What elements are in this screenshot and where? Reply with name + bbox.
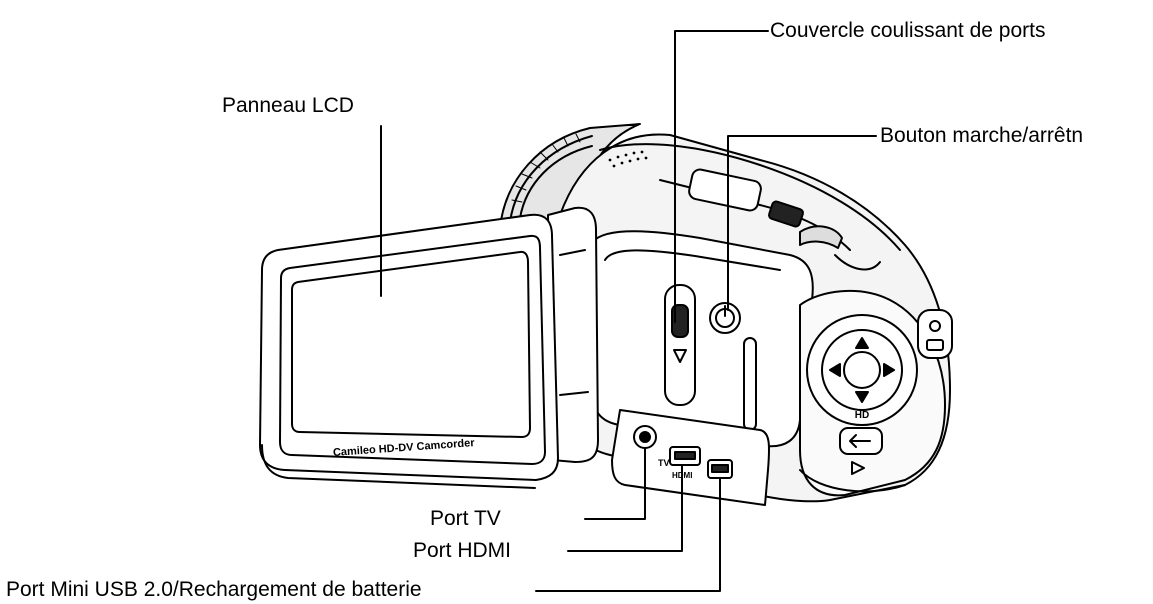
- tv-marking: TV: [658, 458, 670, 468]
- lens-barrel: [499, 123, 641, 229]
- label-power-button: Bouton marche/arrêtn: [880, 124, 1084, 147]
- leader-port-cover: [674, 30, 769, 323]
- leader-usb: [535, 477, 721, 592]
- leader-tv: [584, 447, 646, 520]
- hdmi-marking: HDMI: [672, 471, 692, 480]
- hinge: [547, 206, 599, 463]
- leader-power: [727, 135, 877, 311]
- label-lcd-panel: Panneau LCD: [222, 94, 354, 117]
- label-tv-port: Port TV: [430, 507, 501, 530]
- nav-hd-marking: HD: [855, 410, 869, 421]
- label-hdmi-port: Port HDMI: [413, 539, 512, 562]
- label-usb-port: Port Mini USB 2.0/Rechargement de batter…: [6, 578, 422, 601]
- leader-lines: [380, 30, 877, 592]
- label-port-cover: Couvercle coulissant de ports: [770, 19, 1046, 42]
- lcd-screen: [291, 250, 531, 438]
- leader-hdmi: [567, 464, 683, 552]
